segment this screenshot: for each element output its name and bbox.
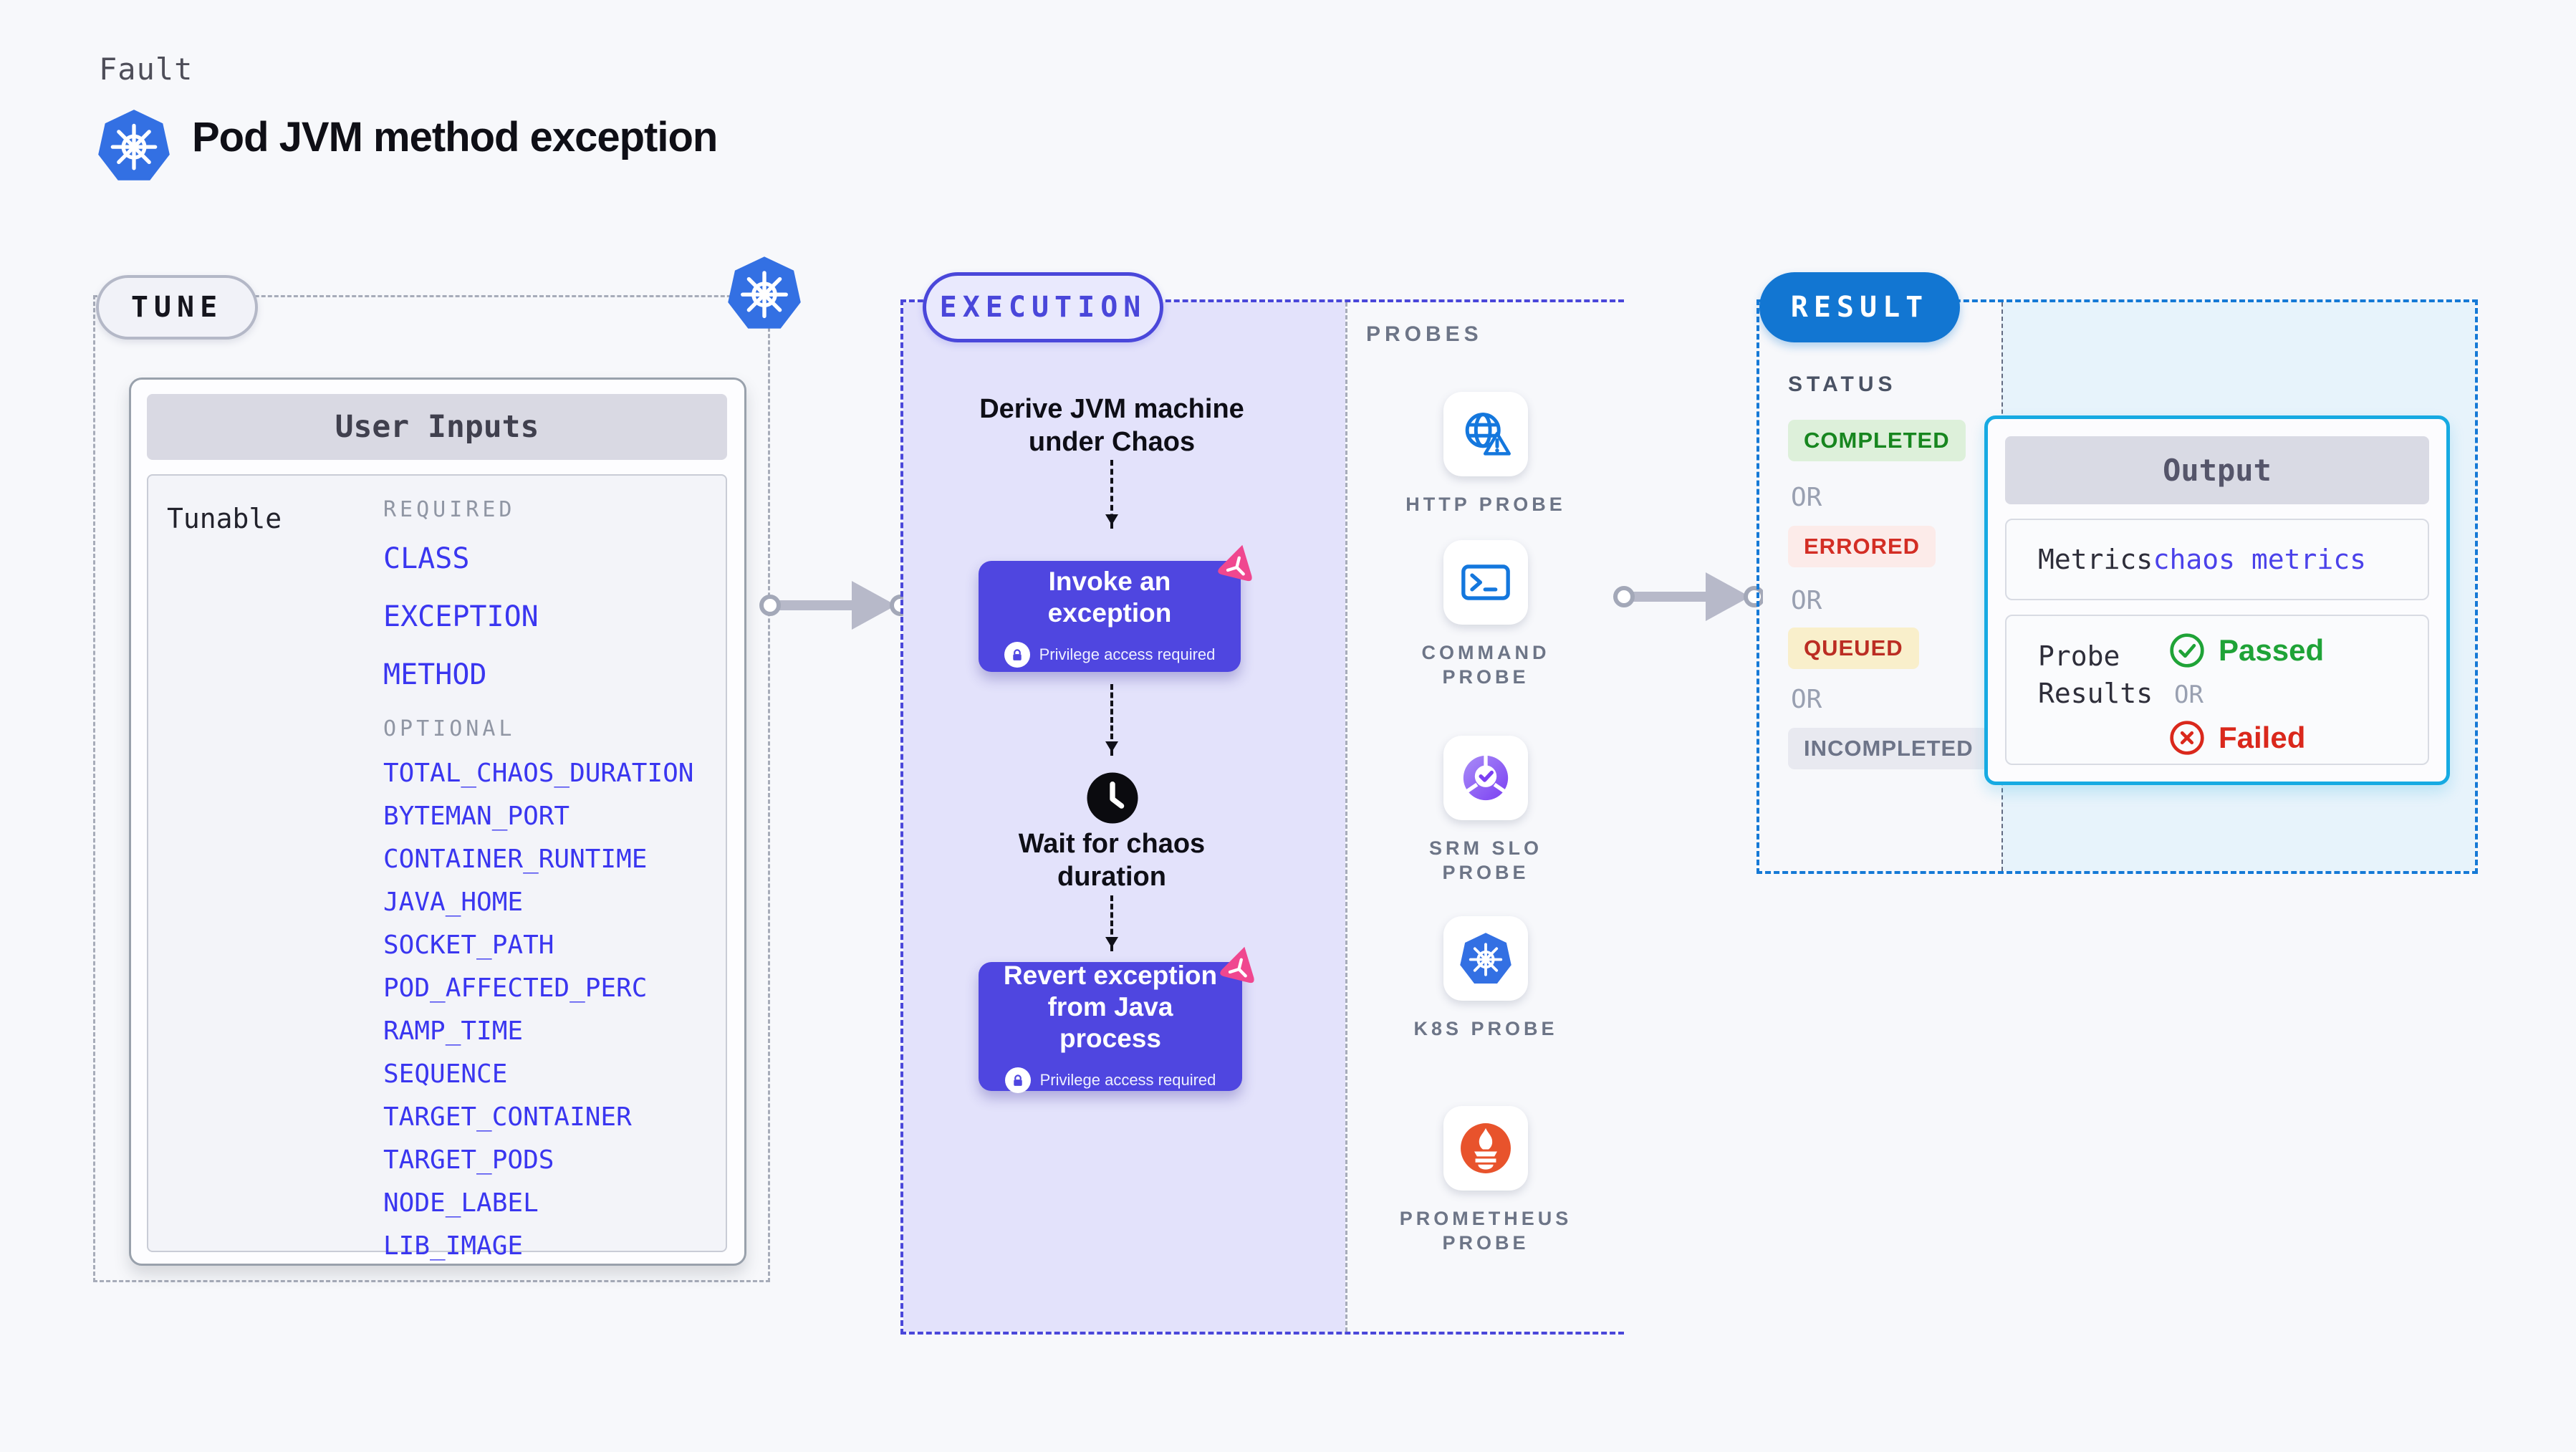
verdict-failed: Failed bbox=[2168, 719, 2324, 756]
flow-arrow-down bbox=[1105, 460, 1118, 529]
probe-label: PROMETHEUS PROBE bbox=[1399, 1208, 1572, 1254]
probe-label: COMMAND PROBE bbox=[1421, 642, 1550, 688]
probe-item-command: COMMAND PROBE bbox=[1347, 540, 1624, 689]
clock-icon bbox=[1086, 771, 1139, 824]
param-link-socket-path[interactable]: SOCKET_PATH bbox=[383, 931, 554, 960]
probes-column: PROBES HTTP PROBE COMMAND PROBE SRM SLO … bbox=[1345, 302, 1624, 1332]
step-invoke-exception: Invoke an exception Privilege access req… bbox=[979, 561, 1241, 672]
param-link-total-chaos-duration[interactable]: TOTAL_CHAOS_DURATION bbox=[383, 759, 694, 788]
lock-icon bbox=[1004, 1067, 1031, 1093]
probe-results-label: Probe Results bbox=[2038, 640, 2153, 709]
parameters-column: REQUIRED CLASS EXCEPTION METHOD OPTIONAL… bbox=[383, 497, 720, 1274]
kubernetes-icon bbox=[1458, 931, 1513, 986]
metrics-row: Metrics chaos metrics bbox=[2005, 519, 2429, 600]
flow-arrow-down bbox=[1105, 895, 1118, 951]
output-card: Output Metrics chaos metrics Probe Resul… bbox=[1984, 415, 2450, 785]
step-label: Revert exception from Java process bbox=[1003, 961, 1218, 1053]
status-badge-queued: QUEUED bbox=[1788, 628, 1919, 669]
privilege-note: Privilege access required bbox=[1004, 1067, 1216, 1093]
step-label: Invoke an exception bbox=[1047, 566, 1172, 628]
kubernetes-icon bbox=[726, 254, 803, 332]
tune-to-execution-arrow bbox=[759, 581, 909, 630]
result-badge: RESULT bbox=[1759, 272, 1960, 342]
status-badge-completed: COMPLETED bbox=[1788, 420, 1966, 461]
probes-title: PROBES bbox=[1366, 322, 1483, 346]
tune-badge: TUNE bbox=[96, 275, 258, 340]
probe-results-row: Probe Results Passed OR Failed bbox=[2005, 615, 2429, 765]
param-link-node-label[interactable]: NODE_LABEL bbox=[383, 1188, 539, 1218]
slo-donut-check-icon bbox=[1458, 751, 1513, 805]
fault-kicker: Fault bbox=[99, 52, 193, 87]
verdict-passed: Passed bbox=[2168, 632, 2324, 669]
param-link-class[interactable]: CLASS bbox=[383, 542, 470, 575]
param-link-exception[interactable]: EXCEPTION bbox=[383, 600, 539, 633]
globe-alert-icon bbox=[1458, 407, 1513, 461]
metrics-label: Metrics bbox=[2038, 544, 2153, 575]
execution-section: PROBES HTTP PROBE COMMAND PROBE SRM SLO … bbox=[900, 299, 1624, 1335]
user-inputs-card: User Inputs Tunable REQUIRED CLASS EXCEP… bbox=[129, 378, 746, 1266]
param-link-method[interactable]: METHOD bbox=[383, 658, 487, 691]
probe-item-k8s: K8S PROBE bbox=[1347, 916, 1624, 1041]
or-separator: OR bbox=[1791, 483, 1822, 512]
param-link-target-pods[interactable]: TARGET_PODS bbox=[383, 1145, 554, 1175]
param-link-java-home[interactable]: JAVA_HOME bbox=[383, 888, 524, 917]
probe-item-srm-slo: SRM SLO PROBE bbox=[1347, 736, 1624, 885]
step-derive-text: Derive JVM machine under Chaos bbox=[979, 394, 1244, 457]
user-inputs-header: User Inputs bbox=[147, 394, 727, 460]
prometheus-flame-icon bbox=[1458, 1121, 1513, 1175]
execution-badge: EXECUTION bbox=[923, 272, 1163, 342]
x-circle-icon bbox=[2168, 719, 2206, 756]
privilege-note: Privilege access required bbox=[1004, 641, 1215, 668]
kubernetes-icon bbox=[96, 106, 172, 185]
check-circle-icon bbox=[2168, 632, 2206, 669]
param-link-sequence[interactable]: SEQUENCE bbox=[383, 1059, 508, 1089]
param-link-lib-image[interactable]: LIB_IMAGE bbox=[383, 1231, 524, 1261]
execution-to-result-arrow bbox=[1613, 572, 1763, 621]
terminal-icon bbox=[1458, 555, 1513, 610]
required-group-label: REQUIRED bbox=[383, 497, 516, 522]
probe-label: K8S PROBE bbox=[1413, 1018, 1558, 1039]
tunable-row-label: Tunable bbox=[167, 503, 282, 534]
probe-label: SRM SLO PROBE bbox=[1428, 837, 1542, 883]
or-separator: OR bbox=[1791, 685, 1822, 714]
page-title: Pod JVM method exception bbox=[192, 114, 718, 160]
optional-group-label: OPTIONAL bbox=[383, 716, 516, 741]
user-inputs-panel: Tunable REQUIRED CLASS EXCEPTION METHOD … bbox=[147, 474, 727, 1261]
metrics-value-link[interactable]: chaos metrics bbox=[2153, 544, 2366, 575]
tune-section bbox=[93, 295, 770, 1282]
status-badge-errored: ERRORED bbox=[1788, 526, 1936, 567]
probe-label: HTTP PROBE bbox=[1405, 494, 1566, 515]
param-link-container-runtime[interactable]: CONTAINER_RUNTIME bbox=[383, 845, 648, 874]
param-link-pod-affected-perc[interactable]: POD_AFFECTED_PERC bbox=[383, 973, 648, 1003]
param-link-byteman-port[interactable]: BYTEMAN_PORT bbox=[383, 802, 570, 831]
param-link-target-container[interactable]: TARGET_CONTAINER bbox=[383, 1102, 632, 1132]
probe-item-http: HTTP PROBE bbox=[1347, 392, 1624, 516]
flow-arrow-down bbox=[1105, 684, 1118, 756]
or-separator: OR bbox=[2174, 681, 2203, 709]
status-label: STATUS bbox=[1788, 372, 1897, 396]
probe-verdicts: Passed OR Failed bbox=[2168, 632, 2324, 756]
step-wait-text: Wait for chaos duration bbox=[1018, 829, 1206, 892]
step-revert-exception: Revert exception from Java process Privi… bbox=[979, 961, 1242, 1093]
probe-item-prometheus: PROMETHEUS PROBE bbox=[1347, 1106, 1624, 1255]
or-separator: OR bbox=[1791, 586, 1822, 615]
output-header: Output bbox=[2005, 436, 2429, 504]
lock-icon bbox=[1004, 641, 1030, 668]
chaos-pinwheel-icon bbox=[1216, 541, 1260, 585]
status-badge-incompleted: INCOMPLETED bbox=[1788, 728, 1989, 769]
param-link-ramp-time[interactable]: RAMP_TIME bbox=[383, 1016, 524, 1046]
chaos-pinwheel-icon bbox=[1218, 943, 1262, 987]
